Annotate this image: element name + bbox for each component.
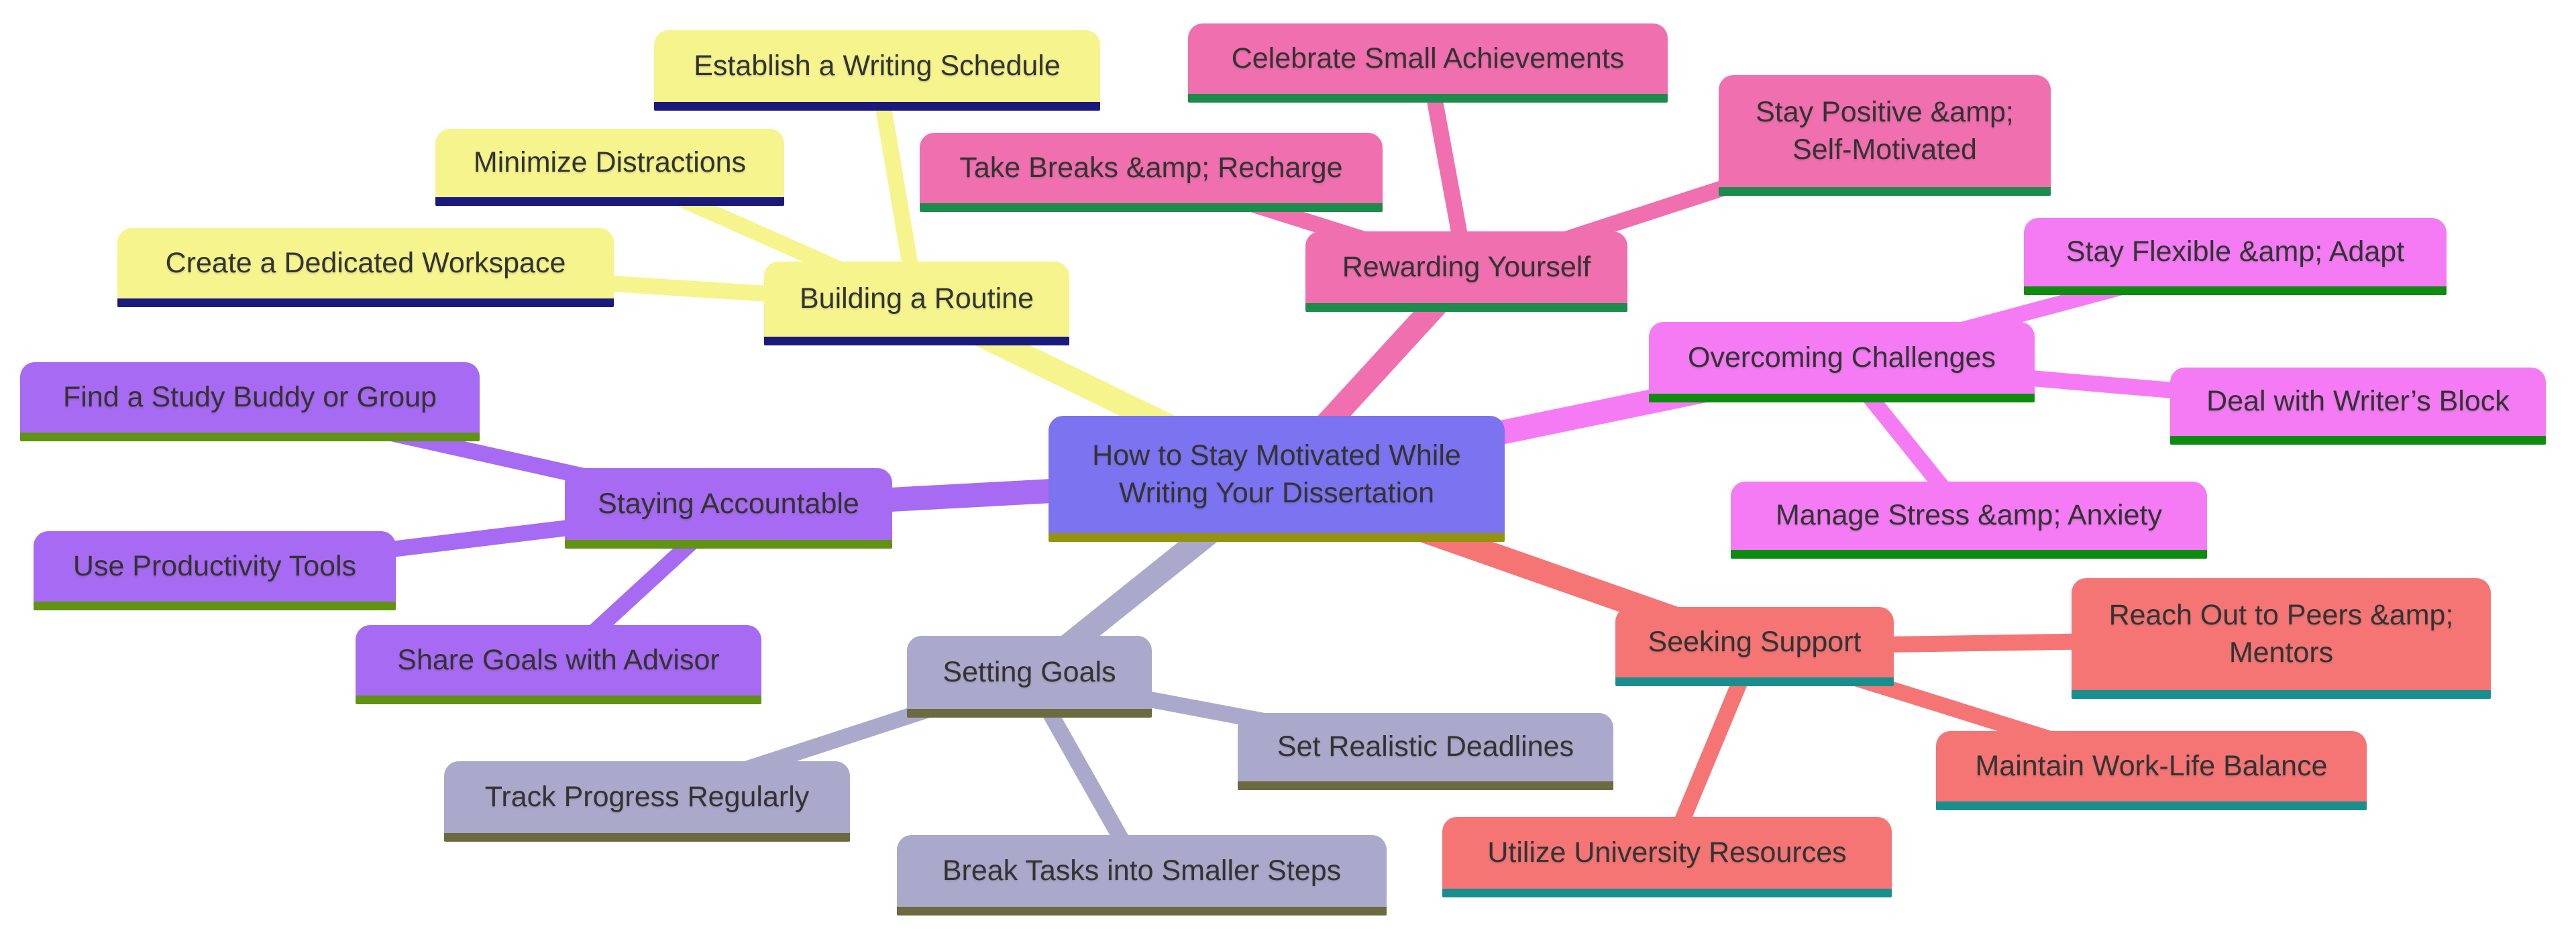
node-label: Utilize University Resources bbox=[1487, 836, 1847, 869]
node-track-progress: Track Progress Regularly bbox=[444, 761, 850, 842]
node-share-goals: Share Goals with Advisor bbox=[356, 625, 761, 704]
node-label: Establish a Writing Schedule bbox=[694, 49, 1061, 82]
node-underline bbox=[1238, 781, 1613, 790]
node-accountable: Staying Accountable bbox=[565, 468, 892, 549]
node-establish: Establish a Writing Schedule bbox=[654, 30, 1100, 111]
node-underline bbox=[2072, 690, 2491, 699]
node-label: Create a Dedicated Workspace bbox=[165, 246, 566, 279]
node-support: Seeking Support bbox=[1615, 607, 1894, 686]
node-underline bbox=[1442, 889, 1892, 897]
node-break-tasks: Break Tasks into Smaller Steps bbox=[897, 835, 1387, 916]
node-label: Deal with Writer’s Block bbox=[2206, 385, 2510, 418]
node-label: Staying Accountable bbox=[598, 487, 859, 520]
node-stay-positive: Stay Positive &amp; Self-Motivated bbox=[1719, 75, 2051, 196]
node-underline bbox=[1719, 187, 2051, 196]
node-label: Reach Out to Peers &amp; bbox=[2108, 599, 2454, 632]
node-reach-out: Reach Out to Peers &amp; Mentors bbox=[2072, 578, 2491, 699]
node-stay-flexible: Stay Flexible &amp; Adapt bbox=[2024, 218, 2447, 295]
node-label: Mentors bbox=[2229, 636, 2334, 669]
node-deadlines: Set Realistic Deadlines bbox=[1238, 713, 1613, 790]
node-minimize: Minimize Distractions bbox=[435, 129, 784, 206]
node-underline bbox=[435, 197, 784, 206]
node-underline bbox=[764, 337, 1069, 345]
node-underline bbox=[907, 709, 1152, 718]
node-label: Set Realistic Deadlines bbox=[1277, 730, 1574, 763]
node-rewarding: Rewarding Yourself bbox=[1305, 231, 1627, 312]
node-label: Writing Your Dissertation bbox=[1118, 476, 1435, 509]
node-underline bbox=[444, 833, 850, 842]
node-underline bbox=[1305, 303, 1627, 312]
node-underline bbox=[2170, 436, 2546, 445]
node-underline bbox=[1936, 801, 2367, 810]
node-goals: Setting Goals bbox=[907, 636, 1152, 718]
node-underline bbox=[1731, 550, 2207, 559]
node-work-life: Maintain Work-Life Balance bbox=[1936, 731, 2367, 810]
node-label: Seeking Support bbox=[1648, 625, 1862, 658]
node-label: Building a Routine bbox=[799, 282, 1034, 315]
node-underline bbox=[117, 298, 614, 307]
node-label: Overcoming Challenges bbox=[1688, 341, 1996, 374]
node-utilize: Utilize University Resources bbox=[1442, 817, 1892, 897]
node-label: Find a Study Buddy or Group bbox=[63, 380, 437, 413]
node-label: Rewarding Yourself bbox=[1342, 250, 1591, 283]
node-underline bbox=[654, 102, 1100, 111]
node-building: Building a Routine bbox=[764, 262, 1069, 345]
node-label: Share Goals with Advisor bbox=[397, 643, 720, 676]
node-label: Minimize Distractions bbox=[473, 146, 747, 179]
node-label: Manage Stress &amp; Anxiety bbox=[1775, 499, 2162, 532]
node-label: Stay Flexible &amp; Adapt bbox=[2065, 235, 2405, 268]
node-underline bbox=[356, 696, 761, 704]
node-label: Stay Positive &amp; bbox=[1756, 96, 2014, 129]
node-label: Setting Goals bbox=[943, 655, 1116, 688]
node-celebrate: Celebrate Small Achievements bbox=[1188, 23, 1668, 103]
node-label: Maintain Work-Life Balance bbox=[1975, 749, 2328, 782]
node-label: How to Stay Motivated While bbox=[1092, 439, 1461, 472]
node-productivity: Use Productivity Tools bbox=[34, 531, 396, 610]
node-label: Celebrate Small Achievements bbox=[1231, 42, 1625, 74]
node-underline bbox=[1615, 677, 1894, 686]
node-underline bbox=[565, 540, 892, 549]
node-label: Break Tasks into Smaller Steps bbox=[942, 854, 1342, 887]
node-label: Take Breaks &amp; Recharge bbox=[959, 151, 1343, 184]
node-workspace: Create a Dedicated Workspace bbox=[117, 228, 614, 307]
node-label: Track Progress Regularly bbox=[484, 780, 810, 813]
node-writers-block: Deal with Writer’s Block bbox=[2170, 368, 2546, 445]
node-underline bbox=[897, 907, 1387, 916]
node-underline bbox=[920, 203, 1383, 212]
node-manage-stress: Manage Stress &amp; Anxiety bbox=[1731, 482, 2207, 559]
node-underline bbox=[20, 433, 480, 441]
node-underline bbox=[1649, 394, 2035, 402]
node-take-breaks: Take Breaks &amp; Recharge bbox=[920, 133, 1383, 212]
node-find-buddy: Find a Study Buddy or Group bbox=[20, 362, 480, 441]
node-overcoming: Overcoming Challenges bbox=[1649, 322, 2035, 402]
node-underline bbox=[1188, 94, 1668, 103]
node-label: Self-Motivated bbox=[1792, 133, 1977, 166]
node-underline bbox=[2024, 286, 2447, 295]
node-underline bbox=[34, 602, 396, 610]
node-underline bbox=[1049, 533, 1505, 542]
node-label: Use Productivity Tools bbox=[72, 549, 357, 582]
